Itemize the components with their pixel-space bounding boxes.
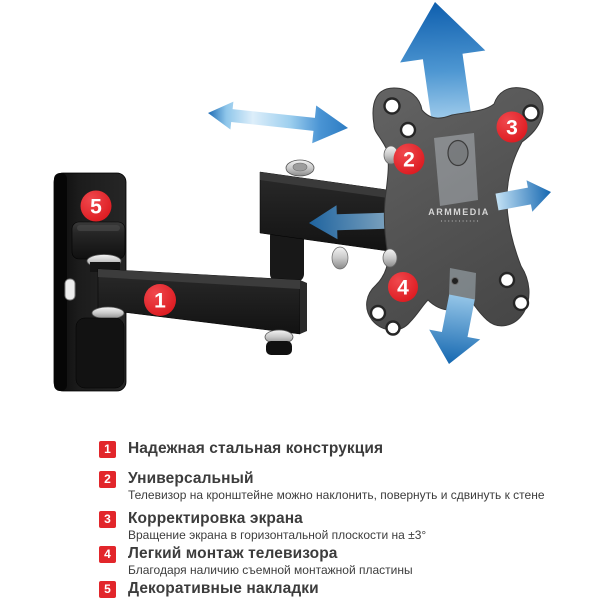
legend-badge-5: 5 bbox=[99, 581, 116, 598]
callout-4: 4 bbox=[388, 272, 418, 302]
legend-title-5: Декоративные накладки bbox=[128, 580, 319, 597]
callout-3-num: 3 bbox=[506, 117, 518, 140]
legend-desc-4: Благодаря наличию съемной монтажной плас… bbox=[128, 563, 413, 577]
callout-5: 5 bbox=[80, 190, 112, 222]
tv-mount-illustration: ARMMEDIA 1 2 3 4 5 bbox=[53, 2, 551, 392]
arrow-down-shaft-overlay bbox=[449, 268, 476, 300]
arrow-up-icon bbox=[400, 2, 486, 139]
elbow-joint bbox=[270, 228, 304, 282]
legend-item-5: 5 Декоративные накладки bbox=[99, 580, 319, 599]
tilt-screw-bottom bbox=[382, 248, 398, 268]
callout-4-num: 4 bbox=[397, 277, 409, 300]
callout-2-num: 2 bbox=[403, 149, 415, 172]
callout-1-num: 1 bbox=[154, 290, 166, 313]
legend-item-2: 2 Универсальный Телевизор на кронштейне … bbox=[99, 470, 545, 502]
vesa-holes bbox=[369, 97, 540, 336]
arrow-right-icon bbox=[495, 180, 551, 212]
plate-button bbox=[447, 139, 469, 167]
legend-title-2: Универсальный bbox=[128, 470, 254, 487]
brand-logo: ARMMEDIA bbox=[428, 207, 490, 217]
legend-item-4: 4 Легкий монтаж телевизора Благодаря нал… bbox=[99, 545, 413, 577]
wall-plate-slot bbox=[64, 278, 76, 301]
callout-1: 1 bbox=[144, 284, 176, 316]
legend-desc-3: Вращение экрана в горизонтальной плоскос… bbox=[128, 528, 427, 542]
legend-item-3: 3 Корректировка экрана Вращение экрана в… bbox=[99, 510, 426, 542]
arrow-up-shaft-overlay bbox=[434, 133, 478, 206]
legend-badge-3: 3 bbox=[99, 511, 116, 528]
tilt-knuckle bbox=[331, 246, 349, 270]
callout-3: 3 bbox=[496, 111, 528, 143]
callout-2: 2 bbox=[393, 143, 425, 175]
callout-5-num: 5 bbox=[90, 196, 102, 219]
legend-badge-2: 2 bbox=[99, 471, 116, 488]
legend-title-4: Легкий монтаж телевизора bbox=[128, 545, 338, 562]
callout-badges: 1 2 3 4 5 bbox=[80, 111, 528, 316]
legend-badge-4: 4 bbox=[99, 546, 116, 563]
arrow-down-icon bbox=[429, 294, 481, 364]
center-screw-hole bbox=[451, 277, 459, 285]
legend-title-1: Надежная стальная конструкция bbox=[128, 440, 384, 457]
legend-item-1: 1 Надежная стальная конструкция bbox=[99, 440, 383, 459]
wall-bracket bbox=[53, 172, 127, 392]
arrow-left-right-icon bbox=[208, 101, 348, 144]
legend-desc-2: Телевизор на кронштейне можно наклонить,… bbox=[128, 488, 545, 502]
main-arm bbox=[75, 268, 307, 389]
legend-badge-1: 1 bbox=[99, 441, 116, 458]
lower-hinge-ring bbox=[91, 306, 125, 320]
legend-title-3: Корректировка экрана bbox=[128, 510, 303, 527]
lower-hinge-housing bbox=[75, 317, 125, 389]
